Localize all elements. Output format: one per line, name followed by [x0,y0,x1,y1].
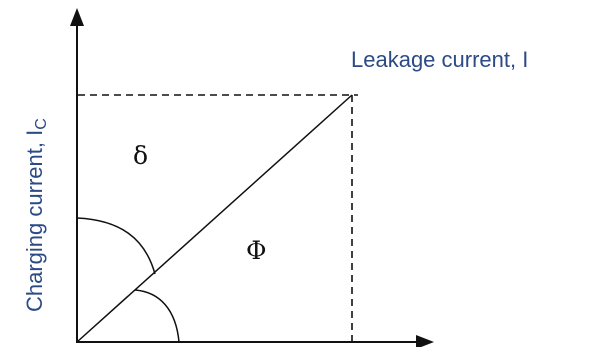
x-axis-arrowhead [416,335,434,347]
y-axis-arrowhead [70,8,84,26]
y-axis-label: Charging current, IC [22,118,50,312]
leakage-current-phasor [76,94,353,343]
delta-angle-arc [76,217,156,275]
delta-label: δ [133,141,148,170]
leakage-current-label: Leakage current, I [351,47,528,72]
phi-label: Φ [246,236,267,265]
y-axis-label-subscript: C [33,118,50,130]
phi-angle-arc [134,289,180,343]
